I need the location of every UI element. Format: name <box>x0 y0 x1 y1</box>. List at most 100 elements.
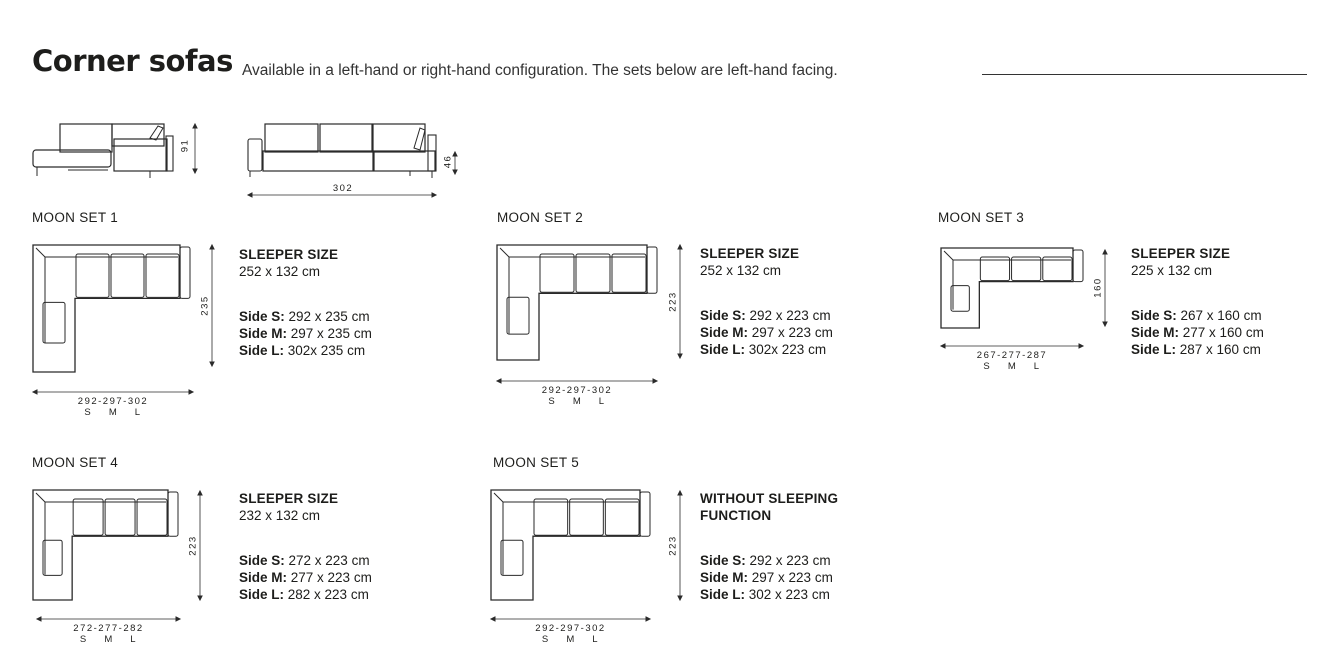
sofa-corner <box>35 492 46 503</box>
side-label: Side S: <box>700 553 746 568</box>
spec-heading: SLEEPER SIZE <box>239 247 339 262</box>
side-dimension: Side L: 302x 235 cm <box>239 342 389 359</box>
sofa-armrest <box>167 491 179 537</box>
sofa-top-view <box>32 489 169 601</box>
spec-heading: WITHOUT SLEEPING FUNCTION <box>700 491 839 523</box>
sofa-back-cushion <box>111 123 165 147</box>
sofa-back-cushion <box>319 123 373 153</box>
sofa-seat <box>373 150 436 172</box>
arrow-head-icon <box>192 122 198 129</box>
side-value: 292 x 235 cm <box>284 309 370 324</box>
chaise-cushion <box>506 296 530 335</box>
side-value: 297 x 223 cm <box>748 325 833 340</box>
side-value: 277 x 160 cm <box>1179 325 1264 340</box>
sofa-back-cushion <box>264 123 319 153</box>
side-label: Side L: <box>700 342 746 357</box>
side-value: 287 x 160 cm <box>1176 342 1261 357</box>
depth-dimension-label: 223 <box>187 534 199 556</box>
side-dimension: Side S: 267 x 160 cm <box>1131 307 1281 324</box>
depth-dimension-label: 223 <box>667 290 679 312</box>
side-label: Side M: <box>700 325 749 340</box>
side-label: Side L: <box>239 587 285 602</box>
side-label: Side S: <box>239 553 285 568</box>
seat-cushion <box>569 498 604 536</box>
set-specs: SLEEPER SIZE 225 x 132 cm Side S: 267 x … <box>1131 245 1281 358</box>
size-letters: S M L <box>983 361 1041 372</box>
set-name: MOON SET 5 <box>493 455 580 470</box>
sleeper-size: 252 x 132 cm <box>700 263 782 278</box>
chaise-cushion <box>500 539 524 576</box>
sofa-armrest <box>646 246 658 294</box>
sofa-legs <box>249 171 433 178</box>
seat-cushion <box>533 498 569 536</box>
side-label: Side L: <box>239 343 285 358</box>
side-dimension: Side L: 282 x 223 cm <box>239 586 389 603</box>
width-dimension-label: 292-297-302 <box>77 396 149 407</box>
sofa-legs <box>36 167 160 178</box>
sofa-chaise <box>32 149 112 168</box>
side-value: 272 x 223 cm <box>284 553 370 568</box>
set-specs: SLEEPER SIZE 252 x 132 cm Side S: 292 x … <box>700 245 850 358</box>
side-dimension: Side M: 277 x 160 cm <box>1131 324 1281 341</box>
chaise-cushion <box>42 301 66 344</box>
sofa-top-view <box>496 244 648 361</box>
side-value: 302x 235 cm <box>284 343 366 358</box>
side-dimension: Side L: 302x 223 cm <box>700 341 850 358</box>
set-specs: WITHOUT SLEEPING FUNCTION Side S: 292 x … <box>700 490 850 603</box>
sleeper-size: 252 x 132 cm <box>239 264 321 279</box>
width-dimension-label: 292-297-302 <box>535 623 606 634</box>
sofa-backrest <box>502 501 638 575</box>
chaise-cushion <box>950 285 970 312</box>
seat-cushion <box>611 253 647 293</box>
arrow-head-icon <box>197 595 203 602</box>
arrow-head-icon <box>645 616 652 622</box>
seat-cushion <box>72 498 104 536</box>
arrow-head-icon <box>495 378 502 384</box>
set-specs: SLEEPER SIZE 252 x 132 cm Side S: 292 x … <box>239 246 389 359</box>
sofa-corner <box>943 250 954 261</box>
seat-cushion <box>75 253 110 298</box>
side-dimension: Side M: 277 x 223 cm <box>239 569 389 586</box>
width-dimension-label: 267-277-287 <box>976 350 1048 361</box>
side-dimension: Side M: 297 x 223 cm <box>700 569 850 586</box>
set-name: MOON SET 2 <box>497 210 584 225</box>
side-dimension: Side L: 302 x 223 cm <box>700 586 850 603</box>
arrow-head-icon <box>677 595 683 602</box>
arrow-head-icon <box>209 243 215 250</box>
arrow-head-icon <box>192 168 198 175</box>
sofa-top-view <box>490 489 641 601</box>
sofa-pillow <box>149 125 164 141</box>
spec-heading: SLEEPER SIZE <box>239 491 339 506</box>
sofa-top-view <box>940 247 1074 329</box>
set-specs: SLEEPER SIZE 232 x 132 cm Side S: 272 x … <box>239 490 389 603</box>
sofa-armrest <box>1072 249 1084 283</box>
sleeper-size: 225 x 132 cm <box>1131 263 1213 278</box>
spec-heading: SLEEPER SIZE <box>700 246 800 261</box>
arrow-head-icon <box>35 616 42 622</box>
side-dimension: Side S: 292 x 223 cm <box>700 307 850 324</box>
arrow-head-icon <box>452 150 458 157</box>
seat-cushion <box>110 253 145 298</box>
seat-cushion <box>539 253 575 293</box>
side-dimension: Side S: 292 x 235 cm <box>239 308 389 325</box>
side-dimension: Side M: 297 x 235 cm <box>239 325 389 342</box>
side-value: 277 x 223 cm <box>287 570 372 585</box>
page-title: Corner sofas <box>32 44 233 78</box>
arrow-head-icon <box>246 192 253 198</box>
sofa-armrest <box>639 491 651 537</box>
sofa-back-cushion <box>372 123 426 153</box>
seat-cushion <box>104 498 136 536</box>
side-value: 302x 223 cm <box>745 342 827 357</box>
arrow-head-icon <box>489 616 496 622</box>
seat-cushion <box>575 253 611 293</box>
sleeper-size: 232 x 132 cm <box>239 508 321 523</box>
size-letters: S M L <box>79 634 138 645</box>
spec-heading: SLEEPER SIZE <box>1131 246 1231 261</box>
size-letters: S M L <box>548 396 606 407</box>
side-value: 292 x 223 cm <box>745 308 831 323</box>
sofa-arm <box>247 138 263 172</box>
side-dimension: Side S: 292 x 223 cm <box>700 552 850 569</box>
arrow-head-icon <box>431 192 438 198</box>
side-label: Side S: <box>1131 308 1177 323</box>
